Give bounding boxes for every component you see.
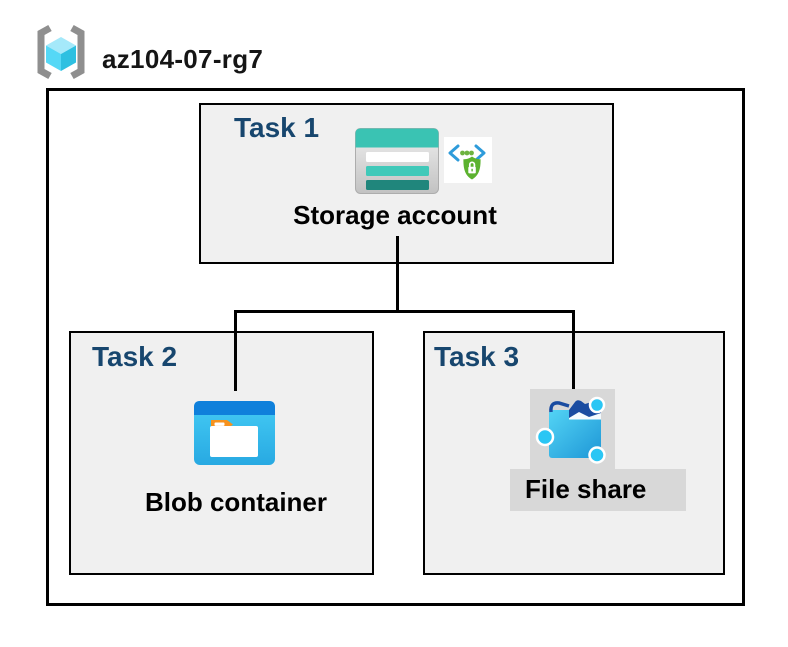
task1-box: Task 1 [199, 103, 614, 264]
blob-container-label: Blob container [144, 487, 327, 517]
connector-to-blob [234, 310, 237, 391]
file-share-icon [535, 396, 606, 464]
file-share-label: File share [525, 474, 647, 504]
file-share-label-highlight: File share [510, 469, 686, 511]
task3-label: Task 3 [434, 341, 520, 372]
storage-account-icon [355, 128, 439, 194]
secure-endpoint-icon [444, 137, 492, 183]
resource-group-icon [37, 24, 85, 80]
connector-storage-stem [396, 236, 399, 312]
resource-group-name: az104-07-rg7 [102, 44, 264, 74]
connector-to-fileshare [572, 310, 575, 389]
blob-container-icon [194, 401, 275, 465]
task2-label: Task 2 [92, 341, 178, 372]
connector-branch [234, 310, 575, 313]
task1-label: Task 1 [234, 112, 320, 143]
storage-account-label: Storage account [293, 200, 497, 230]
